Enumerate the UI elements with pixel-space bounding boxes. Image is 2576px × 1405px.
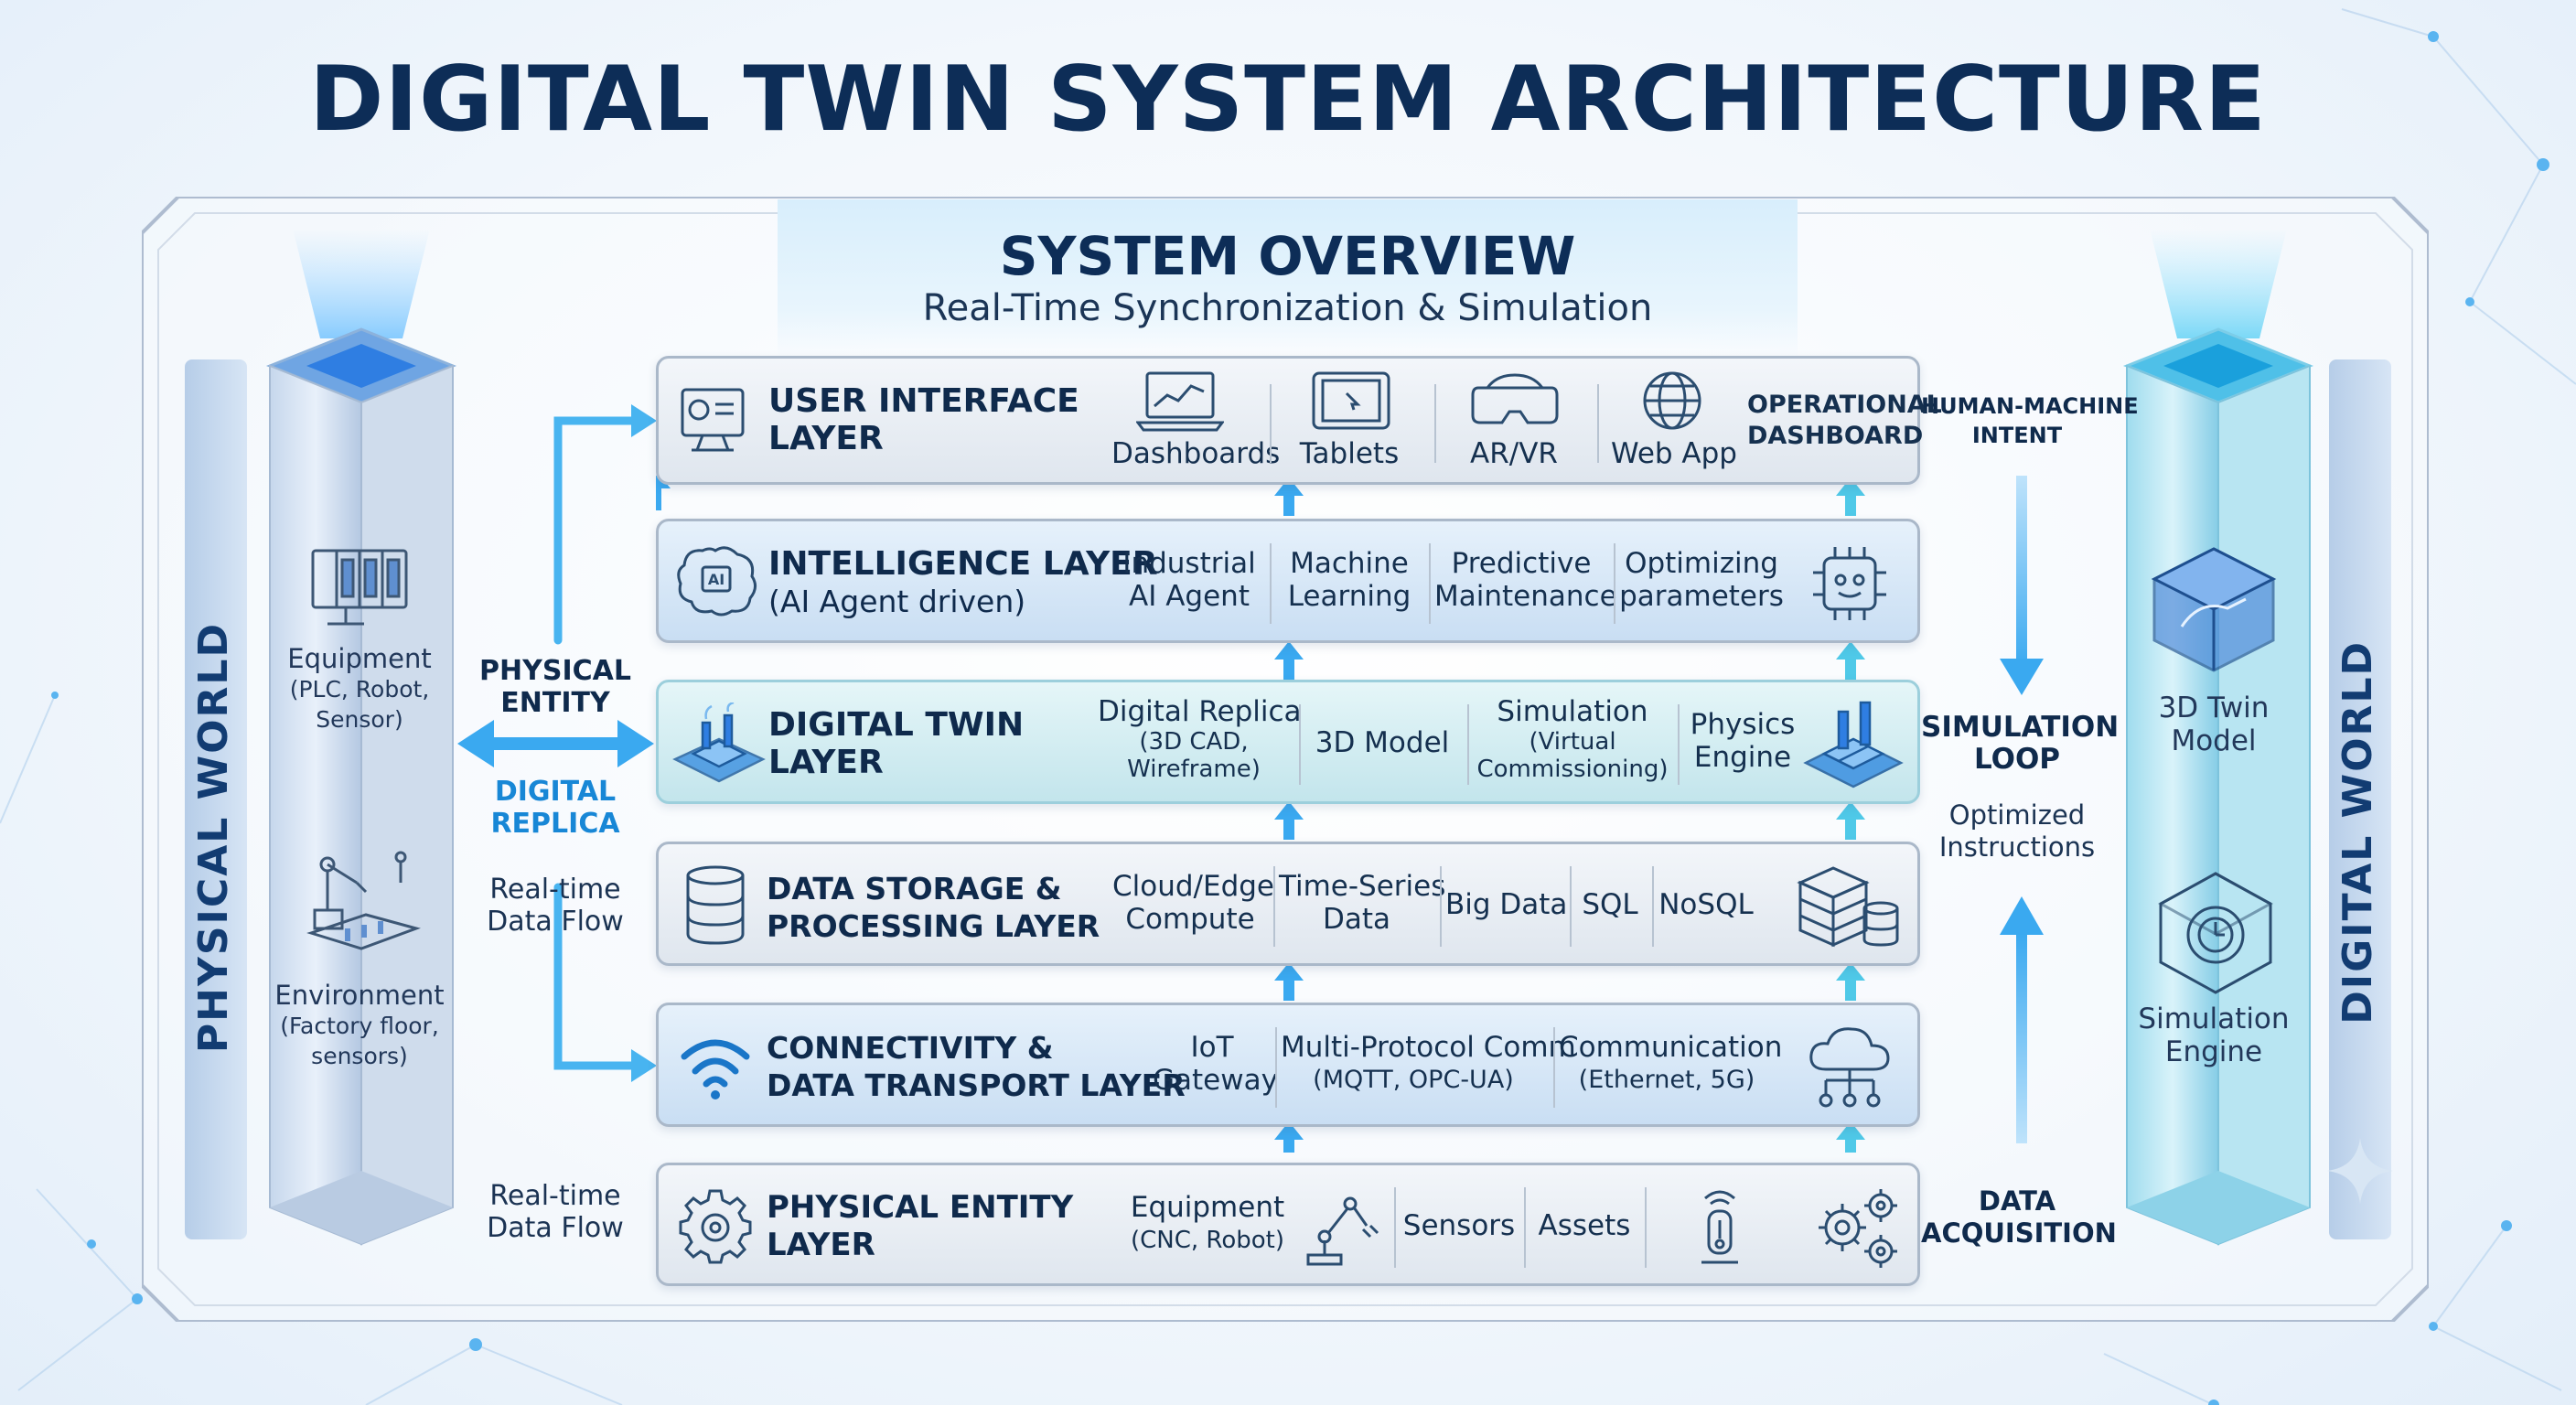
- data-storage-layer: DATA STORAGE & PROCESSING LAYER Cloud/Ed…: [656, 842, 1920, 966]
- ui-item-webapp: Web App: [1610, 437, 1737, 470]
- physical-world-label: PHYSICAL WORLD: [190, 622, 237, 1054]
- twin-layer-name: DIGITAL TWIN LAYER: [768, 706, 1025, 781]
- physical-world-bar: [185, 359, 247, 1239]
- digital-pillar: [2122, 229, 2314, 1246]
- twin-item-3d-model: 3D Model: [1315, 726, 1450, 759]
- intelligence-layer-name: INTELLIGENCE LAYER (AI Agent driven): [768, 545, 1158, 619]
- sensor-icon: [1701, 1190, 1738, 1264]
- overview-title: SYSTEM OVERVIEW: [999, 225, 1576, 287]
- storage-item-nosql: NoSQL: [1658, 888, 1754, 921]
- sparkle-icon: [2327, 1138, 2393, 1204]
- optimized-instructions-label: Optimized Instructions: [1938, 799, 2096, 863]
- wifi-icon: [681, 1039, 750, 1099]
- simulation-engine-label: Simulation Engine: [2138, 1003, 2290, 1068]
- operational-dashboard-badge: OPERATIONAL DASHBOARD: [1747, 391, 1942, 450]
- conn-item-iot-gateway: IoT Gateway: [1153, 1031, 1278, 1097]
- equipment-rack-icon: [311, 549, 408, 626]
- intel-item-ml: Machine Learning: [1287, 547, 1411, 613]
- layer-arrows: [656, 476, 1865, 1153]
- vr-headset-icon: [1471, 373, 1559, 424]
- factory-3d-icon-left: [672, 702, 766, 783]
- left-flow-arrows: [457, 404, 657, 1082]
- monitor-icon: [681, 388, 745, 452]
- flow-label-upper: Real-time Data Flow: [487, 874, 624, 938]
- gears-icon: [1819, 1189, 1897, 1268]
- physical-pillar: [265, 229, 457, 1246]
- intelligence-layer: AI INTELLIGENCE LAYER (AI Agent driven) …: [656, 519, 1920, 643]
- ui-item-tablets: Tablets: [1299, 437, 1400, 470]
- globe-icon: [1643, 371, 1701, 430]
- connectivity-layer: CONNECTIVITY & DATA TRANSPORT LAYER IoT …: [656, 1003, 1920, 1127]
- intel-item-predictive: Predictive Maintenance: [1434, 547, 1617, 613]
- storage-layer-name: DATA STORAGE & PROCESSING LAYER: [767, 871, 1100, 944]
- phys-item-assets: Assets: [1538, 1209, 1631, 1242]
- conn-item-multi-protocol: Multi-Protocol Comm (MQTT, OPC-UA): [1281, 1031, 1576, 1094]
- robot-arm-icon: [1306, 1196, 1379, 1266]
- simulation-cube-icon: [2157, 872, 2274, 994]
- simulation-loop-label: SIMULATION LOOP: [1921, 711, 2120, 776]
- environment-label: Environment (Factory floor, sensors): [274, 980, 445, 1070]
- twin-item-physics: Physics Engine: [1690, 708, 1796, 774]
- digital-twin-layer: DIGITAL TWIN LAYER Digital Replica (3D C…: [656, 680, 1920, 804]
- user-interface-layer: USER INTERFACE LAYER Dashboards Tablets …: [656, 356, 1942, 485]
- connectivity-layer-name: CONNECTIVITY & DATA TRANSPORT LAYER: [767, 1030, 1186, 1103]
- cloud-network-icon: [1809, 1027, 1890, 1108]
- twin-item-replica: Digital Replica (3D CAD, Wireframe): [1098, 695, 1302, 783]
- chip-robot-icon: [1813, 547, 1886, 620]
- phys-item-equipment: Equipment (CNC, Robot): [1130, 1191, 1285, 1254]
- robot-line-icon: [306, 851, 421, 950]
- ai-chip-text: AI: [708, 571, 724, 588]
- twin-model-label: 3D Twin Model: [2158, 692, 2270, 757]
- page-title: DIGITAL TWIN SYSTEM ARCHITECTURE: [309, 48, 2267, 152]
- flow-label-lower: Real-time Data Flow: [487, 1180, 624, 1244]
- intel-item-ai-agent: Industrial AI Agent: [1122, 547, 1256, 613]
- digital-world-label: DIGITAL WORLD: [2334, 640, 2381, 1024]
- digital-world-bar: [2329, 359, 2391, 1239]
- physical-entity-label: PHYSICAL ENTITY: [479, 655, 631, 719]
- brain-ai-icon: AI: [677, 546, 757, 617]
- system-overview-panel: SYSTEM OVERVIEW Real-Time Synchronizatio…: [778, 199, 1798, 357]
- database-icon: [686, 865, 745, 945]
- ui-layer-name: USER INTERFACE LAYER: [768, 382, 1079, 457]
- storage-item-timeseries: Time-Series Data: [1279, 870, 1446, 936]
- data-acquisition-label: DATA ACQUISITION: [1921, 1185, 2117, 1249]
- laptop-chart-icon: [1136, 371, 1224, 432]
- overview-subtitle: Real-Time Synchronization & Simulation: [922, 287, 1653, 329]
- storage-item-cloud-edge: Cloud/Edge Compute: [1112, 870, 1275, 936]
- equipment-label: Equipment (PLC, Robot, Sensor): [287, 643, 432, 734]
- tablet-icon: [1312, 371, 1390, 430]
- digital-replica-label: DIGITAL REPLICA: [490, 776, 620, 840]
- factory-3d-icon: [1803, 701, 1904, 788]
- twin-item-simulation: Simulation (Virtual Commissioning): [1476, 695, 1669, 783]
- physical-layer-name: PHYSICAL ENTITY LAYER: [767, 1189, 1074, 1263]
- intel-item-optimizing: Optimizing parameters: [1619, 547, 1784, 613]
- right-loop-arrows: [2000, 476, 2044, 1143]
- storage-item-bigdata: Big Data: [1445, 888, 1568, 921]
- phys-item-sensors: Sensors: [1402, 1209, 1516, 1242]
- gear-icon: [679, 1189, 752, 1264]
- storage-item-sql: SQL: [1582, 888, 1638, 921]
- server-stack-icon: [1797, 866, 1899, 948]
- ui-item-arvr: AR/VR: [1470, 437, 1558, 470]
- cube-3d-icon: [2151, 547, 2277, 672]
- physical-entity-layer: PHYSICAL ENTITY LAYER Equipment (CNC, Ro…: [656, 1163, 1920, 1286]
- hmi-intent-label: HUMAN-MACHINE INTENT: [1921, 393, 2139, 448]
- ui-item-dashboards: Dashboards: [1111, 437, 1281, 470]
- conn-item-communication: Communication (Ethernet, 5G): [1559, 1031, 1783, 1094]
